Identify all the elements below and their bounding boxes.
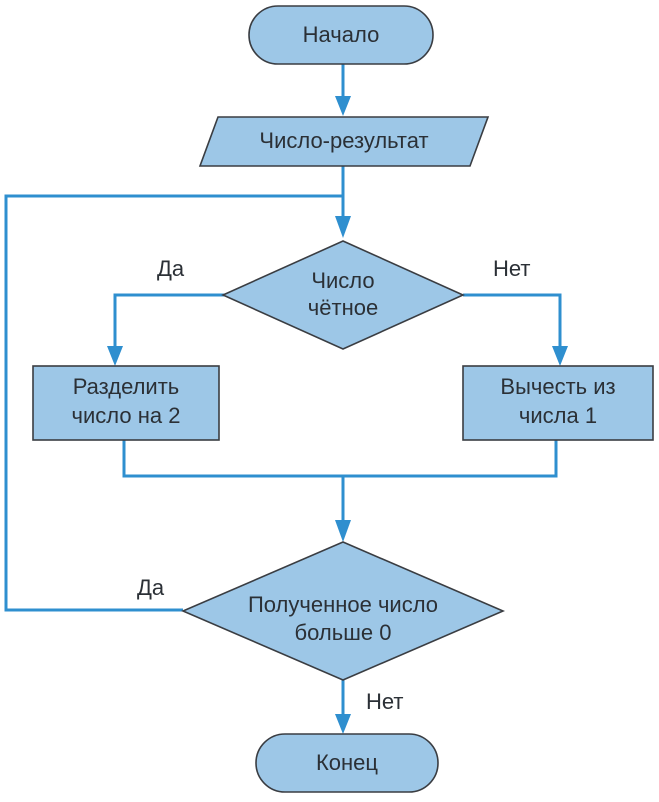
subtract-line-1: Вычесть из <box>500 374 615 399</box>
even-check-node: Число чётное <box>221 240 465 350</box>
divide-node: Разделить число на 2 <box>32 365 220 441</box>
edge-even-no <box>463 293 562 350</box>
subtract-line-2: числа 1 <box>519 403 597 428</box>
input-label: Число-результат <box>259 128 428 153</box>
positive-yes-label: Да <box>137 575 165 600</box>
subtract-node: Вычесть из числа 1 <box>462 365 654 441</box>
divide-line-1: Разделить <box>73 374 180 399</box>
start-node: Начало <box>248 5 434 65</box>
even-check-line-2: чётное <box>308 295 378 320</box>
even-no-label: Нет <box>493 256 530 281</box>
positive-check-node: Полученное число больше 0 <box>180 541 506 681</box>
edge-even-yes <box>113 293 225 350</box>
end-terminator-shape <box>255 733 439 793</box>
end-label: Конец <box>316 750 378 775</box>
subtract-process-shape <box>462 365 654 441</box>
divide-line-2: число на 2 <box>72 403 181 428</box>
arrowhead-positive-check <box>335 520 351 542</box>
even-check-diamond-shape <box>221 240 465 350</box>
positive-check-diamond-shape <box>180 541 506 681</box>
edge-divide-merge <box>122 440 558 478</box>
even-check-line-1: Число <box>311 268 374 293</box>
positive-check-line-1: Полученное число <box>248 592 438 617</box>
positive-no-label: Нет <box>366 689 403 714</box>
start-label: Начало <box>303 22 380 47</box>
edge-loop-back <box>4 194 343 612</box>
arrowhead-subtract <box>552 346 568 366</box>
positive-check-line-2: больше 0 <box>295 620 392 645</box>
arrowhead-divide <box>107 346 123 366</box>
arrowhead-end <box>335 714 351 734</box>
input-node: Число-результат <box>198 116 490 167</box>
arrowhead-even-check <box>335 216 351 238</box>
end-node: Конец <box>255 733 439 793</box>
arrowhead-input <box>335 96 351 116</box>
start-terminator-shape <box>248 5 434 65</box>
even-yes-label: Да <box>157 256 185 281</box>
connectors <box>4 64 568 734</box>
divide-process-shape <box>32 365 220 441</box>
input-parallelogram-shape <box>198 116 490 167</box>
